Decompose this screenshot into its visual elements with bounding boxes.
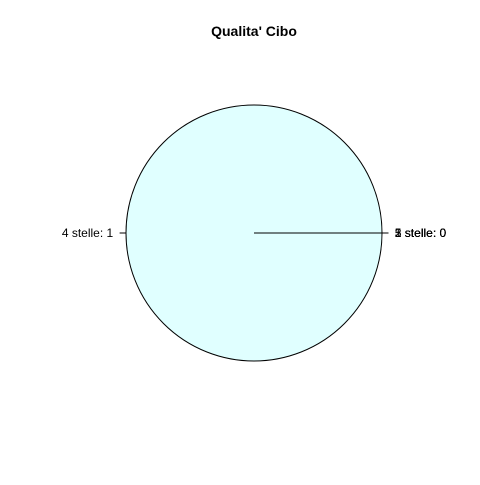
pie-slice-label: 5 stelle: 0 bbox=[395, 226, 447, 240]
pie-slice-label: 1 stelle: 0 bbox=[395, 226, 447, 240]
chart-title: Qualita' Cibo bbox=[211, 23, 297, 39]
pie-labels: 4 stelle: 1 1 stelle: 02 stelle: 03 stell… bbox=[62, 226, 447, 240]
pie-slice-label: 4 stelle: 1 bbox=[62, 226, 114, 240]
pie-slices bbox=[125, 104, 383, 362]
pie-slice-label: 2 stelle: 0 bbox=[395, 226, 447, 240]
pie-slice-label: 3 stelle: 0 bbox=[395, 226, 447, 240]
